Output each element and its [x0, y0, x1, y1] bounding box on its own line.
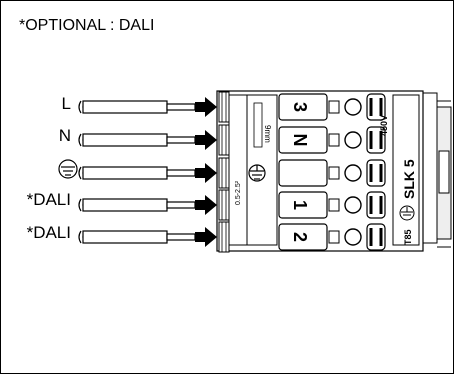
terminal-slot: [278, 126, 328, 154]
terminal-screw: [344, 228, 362, 246]
terminal-square: [328, 230, 340, 244]
terminal-number: 3: [290, 102, 310, 112]
insert-arrow: [195, 130, 217, 150]
terminal-entry: [218, 189, 230, 221]
wire-group: [78, 97, 217, 247]
terminal-screw: [344, 131, 362, 149]
terminal-slot: [278, 93, 328, 121]
wire-spec-text: 0.5-2.5²: [235, 180, 242, 205]
rating-text: T85: [403, 229, 413, 245]
terminal-group: 3N 1 2: [218, 91, 386, 253]
terminal-square: [328, 166, 340, 180]
terminal-screw: [344, 196, 362, 214]
wire-end: [78, 133, 82, 147]
terminal-square: [328, 198, 340, 212]
earth-ground-icon: [248, 164, 266, 182]
earth-ground-icon: [399, 205, 415, 221]
terminal-screw: [344, 164, 362, 182]
optional-note: *OPTIONAL : DALI: [19, 17, 155, 34]
terminal-slot: [278, 191, 328, 219]
terminal-number: 1: [290, 200, 310, 210]
insert-arrow: [195, 97, 217, 117]
wire-conductor: [166, 103, 196, 111]
wire-label-dali-2: *DALI: [26, 223, 71, 242]
wire-insulation: [82, 230, 168, 244]
wire-end: [78, 198, 82, 212]
wire-label-l: L: [61, 94, 71, 113]
terminal-number: 2: [290, 232, 310, 242]
wire-end: [78, 166, 82, 180]
wire-conductor: [166, 169, 196, 177]
terminal-square: [328, 100, 340, 114]
wire-end: [78, 230, 82, 244]
wire-insulation: [82, 133, 168, 147]
terminal-slot: [278, 223, 328, 251]
insert-arrow: [195, 163, 217, 183]
terminal-square: [328, 133, 340, 147]
strip-length-text: 9mm: [263, 125, 272, 143]
terminal-slot: [278, 159, 328, 187]
terminal-entry: [218, 157, 230, 189]
terminal-entry: [218, 221, 230, 253]
wire-insulation: [82, 198, 168, 212]
wire-conductor: [166, 233, 196, 241]
wire-label-n: N: [58, 126, 71, 145]
wire-conductor: [166, 136, 196, 144]
insert-arrow: [195, 227, 217, 247]
insert-arrow: [195, 195, 217, 215]
wire-insulation: [82, 100, 168, 114]
wire-label-dali-1: *DALI: [26, 190, 71, 209]
terminal-screw: [344, 98, 362, 116]
model-text: SLK 5: [401, 159, 417, 199]
wire-conductor: [166, 201, 196, 209]
earth-ground-icon: [58, 159, 78, 179]
wire-insulation: [82, 166, 168, 180]
terminal-entry: [218, 91, 230, 123]
terminal-entry: [218, 124, 230, 156]
wire-end: [78, 100, 82, 114]
voltage-text: 450V: [379, 115, 389, 136]
terminal-number: N: [290, 134, 310, 147]
